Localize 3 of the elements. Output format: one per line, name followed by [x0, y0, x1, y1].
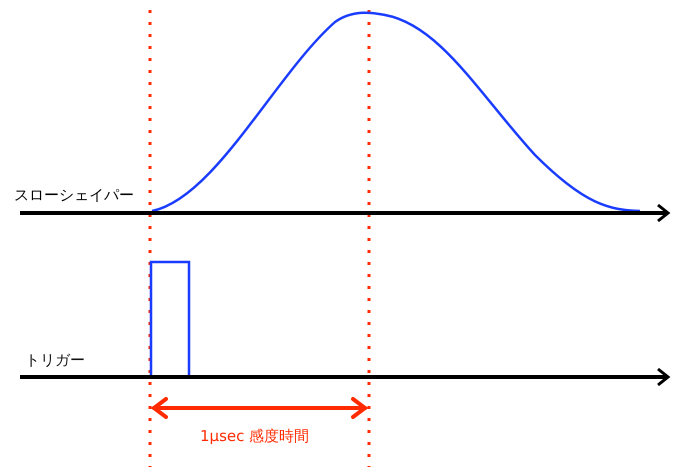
dimension-label: 1μsec 感度時間 — [200, 427, 310, 446]
signal-label: スローシェイパー — [14, 186, 134, 205]
signal-label: トリガー — [25, 351, 85, 370]
